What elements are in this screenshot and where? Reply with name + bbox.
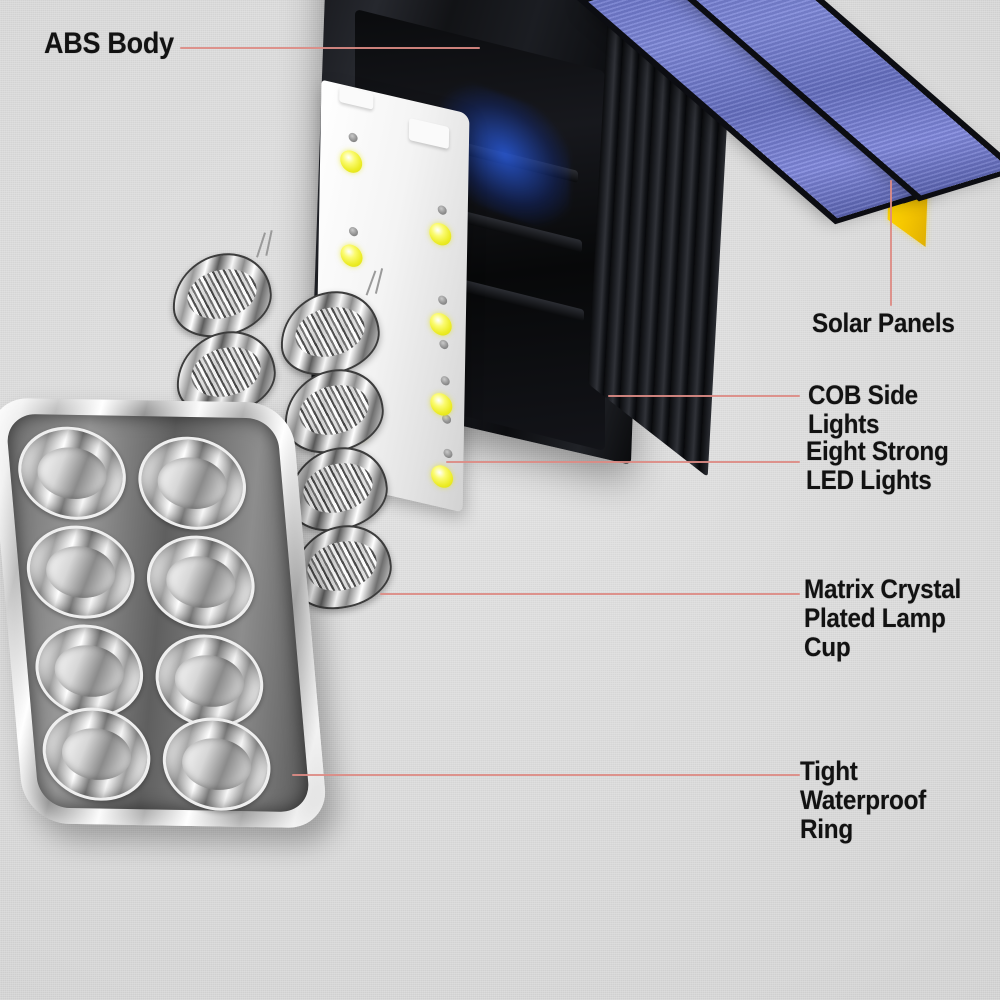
waterproof-ring-bezel <box>0 397 329 829</box>
board-screw-hole <box>437 204 447 216</box>
led-chip <box>429 310 452 338</box>
callout-label-waterproof-ring: Tight Waterproof Ring <box>800 756 926 844</box>
board-screw-hole <box>348 226 359 238</box>
board-screw-hole <box>348 132 358 144</box>
led-chip <box>429 220 452 248</box>
callout-label-cob-side-lights: COB Side Lights <box>808 380 918 439</box>
board-screw-hole <box>439 338 449 350</box>
led-chip <box>430 390 453 418</box>
callout-label-lamp-cup: Matrix Crystal Plated Lamp Cup <box>804 574 961 662</box>
board-screw-hole <box>443 447 453 459</box>
callout-label-led-lights: Eight Strong LED Lights <box>806 436 949 495</box>
led-chip <box>339 148 363 176</box>
board-screw-hole <box>440 375 450 387</box>
led-board-tab <box>408 117 450 150</box>
leader-line-led-lights <box>446 461 800 463</box>
callout-label-solar-panels: Solar Panels <box>812 308 955 338</box>
lamp-cup <box>170 246 274 344</box>
callout-label-abs-body: ABS Body <box>44 27 174 60</box>
board-screw-hole <box>438 294 448 306</box>
led-chip <box>340 242 363 270</box>
leader-line-waterproof-ring <box>292 774 800 776</box>
lamp-cup <box>286 440 390 538</box>
leader-line-lamp-cup <box>380 593 800 595</box>
leader-line-solar-panels <box>890 180 892 306</box>
leader-line-abs-body <box>180 47 480 49</box>
lamp-cup <box>282 362 386 460</box>
lamp-cup <box>278 284 382 382</box>
led-chip <box>430 463 454 491</box>
leader-line-cob-side-lights <box>608 395 800 397</box>
